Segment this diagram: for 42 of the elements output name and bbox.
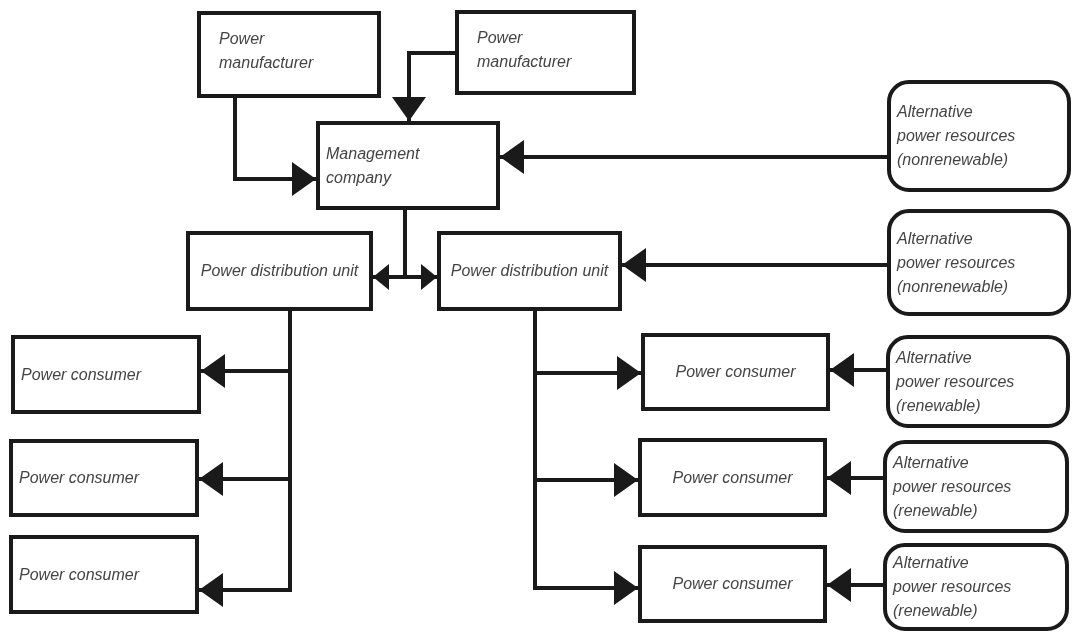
arrow <box>827 461 883 495</box>
box-label: Power distribution unit <box>450 261 609 281</box>
box-label: Alternative power resources (renewable) <box>896 347 1016 416</box>
process-box <box>9 535 199 614</box>
process-box <box>11 335 201 414</box>
box-label: Power manufacturer <box>219 29 315 73</box>
arrow <box>622 248 887 282</box>
resource-box <box>883 543 1069 631</box>
arrow <box>392 51 455 121</box>
box-label: Alternative power resources (renewable) <box>893 553 1013 621</box>
resource-box <box>883 440 1069 533</box>
box-label: Management company <box>326 143 421 188</box>
resource-box <box>887 80 1071 192</box>
box-label: Power consumer <box>19 564 140 585</box>
box-label: Power consumer <box>672 574 793 594</box>
arrow <box>533 311 638 605</box>
box-label: Power distribution unit <box>200 261 359 281</box>
arrow <box>199 311 292 607</box>
process-box <box>186 231 373 311</box>
arrow <box>403 210 437 290</box>
process-box <box>641 333 830 411</box>
process-box <box>455 10 636 95</box>
process-box <box>9 439 199 517</box>
resource-box <box>887 209 1071 316</box>
process-box <box>638 438 827 517</box>
box-label: Power consumer <box>675 362 796 382</box>
resource-box <box>886 335 1070 428</box>
arrow <box>500 140 887 174</box>
box-label: Power consumer <box>19 468 140 488</box>
box-label: Alternative power resources (renewable) <box>893 452 1013 521</box>
arrow <box>827 568 883 602</box>
process-box <box>437 231 622 311</box>
arrow <box>830 353 886 387</box>
box-label: Power consumer <box>21 364 142 385</box>
box-label: Power consumer <box>672 467 793 488</box>
process-box <box>316 121 500 210</box>
arrow <box>233 98 316 196</box>
process-box <box>197 11 381 98</box>
box-label: Alternative power resources (nonrenewable) <box>897 228 1017 297</box>
box-label: Alternative power resources (nonrenewable) <box>897 102 1017 170</box>
box-label: Power manufacturer <box>477 28 573 72</box>
process-box <box>638 545 827 623</box>
